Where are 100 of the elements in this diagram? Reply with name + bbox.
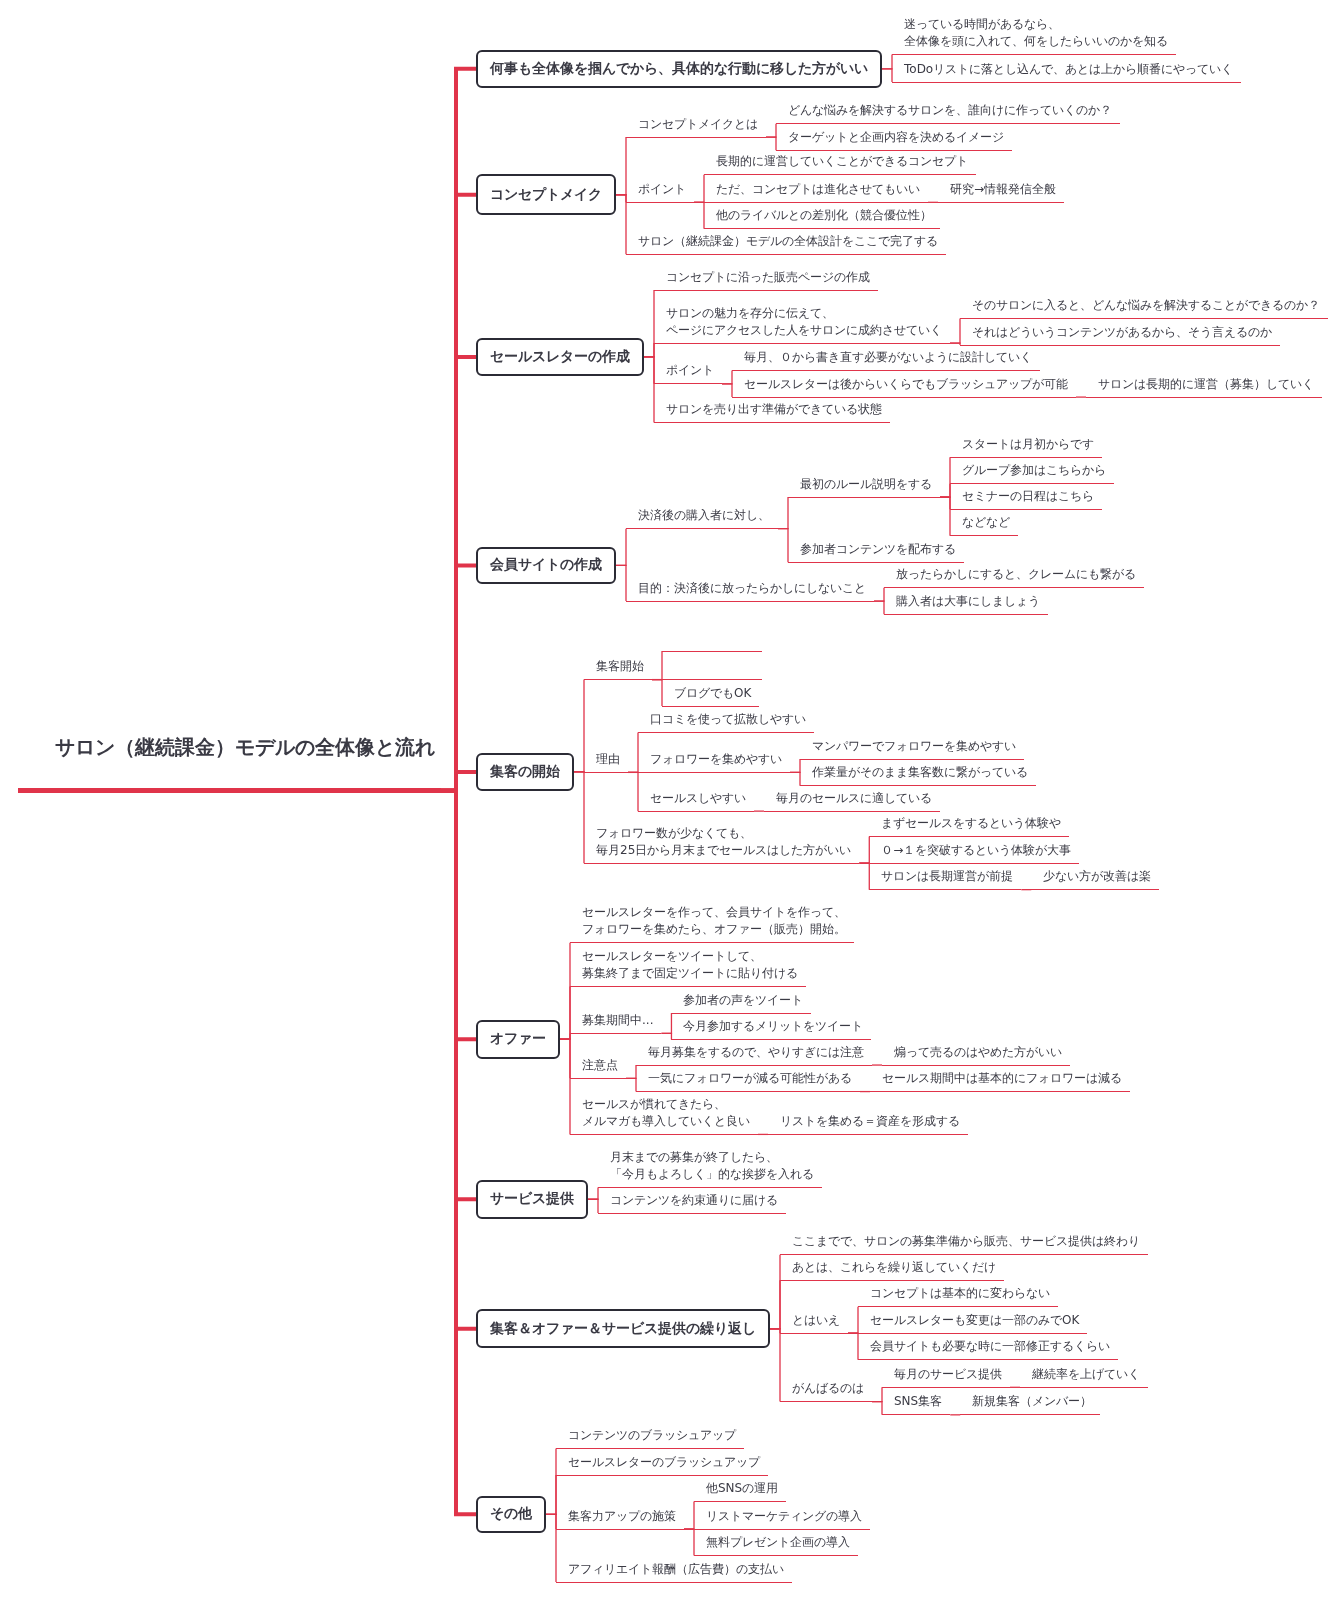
topic-label: 少ない方が改善は楽 <box>1031 865 1160 891</box>
branch-line <box>927 201 939 203</box>
branch-line <box>873 600 885 615</box>
topic-box: オファー <box>476 1019 560 1059</box>
topic-label: 無料プレゼント企画の導入 <box>694 1531 858 1557</box>
branch-line <box>627 771 639 812</box>
branch-line <box>615 564 627 602</box>
topic-label: 理由 <box>584 748 628 773</box>
topic-label: 毎月、０から書き直す必要がないように設計していく <box>732 346 1040 372</box>
topic-box: 会員サイトの作成 <box>476 546 616 585</box>
topic-label: ターゲットと企画内容を決めるイメージ <box>776 125 1012 151</box>
topic-label: 会員サイトも必要な時に一部修正するくらい <box>858 1335 1118 1361</box>
topic-label: コンセプトに沿った販売ページの作成 <box>654 265 878 291</box>
branch-line <box>949 342 961 346</box>
topic-label: リストを集める＝資産を形成する <box>768 1110 968 1135</box>
topic-label: フォロワーを集めやすい <box>638 748 790 773</box>
topic-label: 新規集客（メンバー） <box>960 1390 1101 1416</box>
branch-line <box>859 1090 871 1093</box>
topic-label: 注意点 <box>570 1053 626 1079</box>
topic-label: ToDoリストに落とし込んで、あとは上から順番にやっていく <box>892 57 1242 83</box>
topic-label: 毎月のサービス提供 <box>882 1362 1010 1388</box>
topic-label: セールスが慣れてきたら、メルマガも導入していくと良い <box>570 1093 758 1135</box>
topic-label: マンパワーでフォロワーを集めやすい <box>800 734 1024 760</box>
topic-box: 何事も全体像を掴んでから、具体的な行動に移した方がいい <box>476 49 882 88</box>
topic-label: 決済後の購入者に対し、 <box>626 504 778 530</box>
branch-line <box>441 788 476 1517</box>
branch-line <box>660 1032 673 1041</box>
topic-label: 集客開始 <box>584 655 652 681</box>
branch-line <box>858 862 870 891</box>
topic-label: 目的：決済後に放ったらかしにしないこと <box>626 576 874 602</box>
topic-label: などなど <box>950 511 1018 537</box>
topic-label: 参加者コンテンツを配布する <box>788 537 964 563</box>
topic-box: コンセプトメイク <box>476 174 616 216</box>
topic-label: グループ参加はこちらから <box>950 459 1114 485</box>
topic-label: あとは、これらを繰り返していくだけ <box>780 1255 1004 1281</box>
topic-label: 購入者は大事にしましょう <box>884 589 1048 615</box>
branch-line <box>753 810 765 812</box>
branch-line <box>871 1064 883 1066</box>
topic-label: リストマーケティングの導入 <box>694 1504 870 1530</box>
topic-label: SNS集客 <box>882 1390 951 1416</box>
topic-label: 他SNSの運用 <box>694 1477 787 1503</box>
topic-box: その他 <box>476 1496 546 1533</box>
topic-label: サロンの魅力を存分に伝えて、ページにアクセスした人をサロンに成約させていく <box>654 301 950 344</box>
topic-label: スタートは月初からです <box>950 432 1102 458</box>
topic-label: コンテンツのブラッシュアップ <box>556 1424 744 1450</box>
topic-label: がんばるのは <box>780 1377 872 1403</box>
topic-label: セールス期間中は基本的にフォロワーは減る <box>870 1067 1130 1093</box>
topic-label: 集客力アップの施策 <box>556 1504 684 1530</box>
topic-label: 参加者の声をツイート <box>671 988 812 1014</box>
topic-label: 今月参加するメリットをツイート <box>671 1015 872 1041</box>
topic-label: どんな悩みを解決するサロンを、誰向けに作っていくのか？ <box>776 99 1120 125</box>
topic-label: 募集期間中... <box>570 1009 662 1035</box>
topic-label: 迷っている時間があるなら、全体像を頭に入れて、何をしたらいいのかを知る <box>892 13 1176 56</box>
branch-line <box>1075 396 1087 398</box>
branch-line <box>871 1400 883 1416</box>
topic-label: コンセプトメイクとは <box>626 112 766 138</box>
topic-label: 継続率を上げていく <box>1020 1362 1148 1388</box>
branch-line <box>683 1528 695 1557</box>
branch-line <box>545 1513 557 1583</box>
topic-label: そのサロンに入ると、どんな悩みを解決することができるのか？ <box>960 294 1328 320</box>
topic-box: 集客＆オファー＆サービス提供の繰り返し <box>476 1309 770 1349</box>
topic-label: 毎月のセールスに適している <box>764 786 940 812</box>
branch-line <box>777 528 789 563</box>
branch-line <box>1009 1386 1021 1388</box>
branch-line <box>939 496 951 537</box>
topic-label: 煽って売るのはやめた方がいい <box>882 1040 1070 1066</box>
topic-label: セールスレターをツイートして、募集終了まで固定ツイートに貼り付ける <box>570 945 806 988</box>
topic-label: アフィリエイト報酬（広告費）の支払い <box>556 1557 792 1583</box>
central-topic: サロン（継続課金）モデルの全体像と流れ <box>18 726 441 794</box>
topic-label: サロンは長期運営が前提 <box>869 865 1022 891</box>
topic-box: サービス提供 <box>476 1179 588 1219</box>
topic-label: フォロワー数が少なくても、毎月25日から月末までセールスはした方がいい <box>584 821 860 864</box>
topic-label: 他のライバルとの差別化（競合優位性） <box>704 204 940 230</box>
topic-label: ここまでで、サロンの募集準備から販売、サービス提供は終わり <box>780 1230 1148 1256</box>
branch-line <box>1020 889 1032 891</box>
topic-label: セールスレターを作って、会員サイトを作って、フォロワーを集めたら、オファー（販売）開始。 <box>570 901 854 944</box>
topic-label: 放ったらかしにすると、クレームにも繋がる <box>884 563 1144 589</box>
branch-line <box>643 356 655 424</box>
topic-label: サロンを売り出す準備ができている状態 <box>654 398 890 424</box>
topic-label: 毎月募集をするので、やりすぎには注意 <box>636 1040 872 1066</box>
topic-label: 一気にフォロワーが減る可能性がある <box>636 1067 860 1093</box>
topic-label: セールスレターも変更は一部のみでOK <box>858 1308 1088 1334</box>
branch-line <box>949 1414 961 1416</box>
topic-label: コンテンツを約束通りに届ける <box>598 1188 786 1214</box>
topic-label: ポイント <box>654 359 722 385</box>
branch-line <box>881 68 893 83</box>
branch-line <box>789 771 801 787</box>
branch-line <box>625 1077 637 1093</box>
topic-label: セミナーの日程はこちら <box>950 484 1102 510</box>
topic-label: セールスしやすい <box>638 786 754 812</box>
topic-label: ブログでもOK <box>662 681 760 707</box>
topic-label: セールスレターのブラッシュアップ <box>556 1450 768 1476</box>
topic-label: ポイント <box>626 177 694 203</box>
topic-label: ただ、コンセプトは進化させてもいい <box>704 177 928 203</box>
branch-line <box>769 1328 781 1403</box>
topic-label: とはいえ <box>780 1308 848 1334</box>
topic-box: 集客の開始 <box>476 752 574 792</box>
branch-line <box>587 1198 599 1214</box>
topic-label: サロン（継続課金）モデルの全体設計をここで完了する <box>626 229 946 255</box>
branch-line <box>573 771 585 864</box>
